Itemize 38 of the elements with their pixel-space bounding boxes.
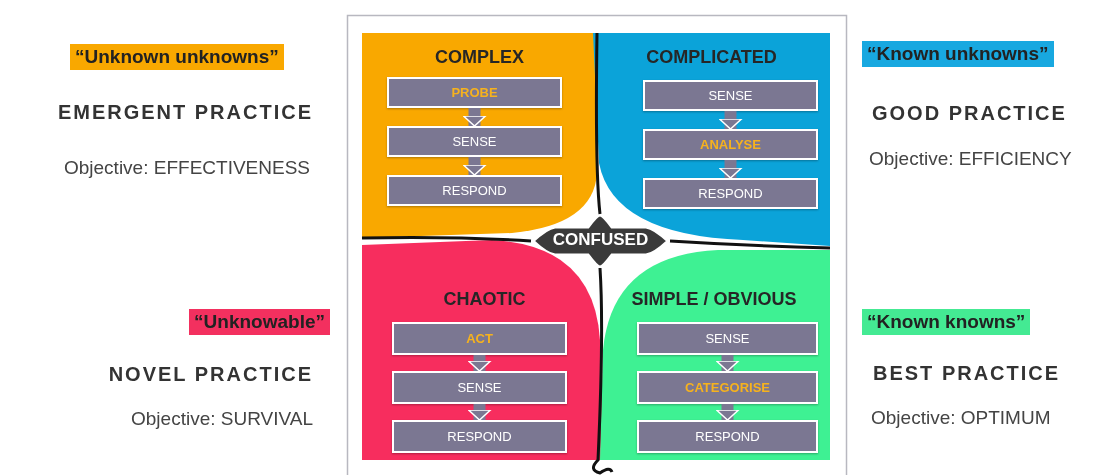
flow-arrow [715, 355, 740, 372]
flow-arrow [467, 404, 492, 421]
flow-arrow [718, 111, 743, 130]
objective-text: Objective: OPTIMUM [871, 407, 1051, 429]
domain-title: COMPLICATED [645, 47, 778, 68]
domain-title: SIMPLE / OBVIOUS [630, 289, 798, 310]
practice-heading: EMERGENT PRACTICE [57, 101, 313, 124]
practice-heading: NOVEL PRACTICE [108, 363, 313, 386]
step-box: CATEGORISE [637, 371, 818, 404]
flow-arrow [467, 355, 492, 372]
step-box: SENSE [643, 80, 818, 111]
step-box: RESPOND [643, 178, 818, 209]
step-box: ACT [392, 322, 567, 355]
flow-arrow [462, 157, 487, 176]
term-tag: “Unknown unknowns” [70, 44, 284, 70]
objective-text: Objective: EFFICIENCY [869, 148, 1072, 170]
flow-arrow [462, 108, 487, 127]
domain-title: CHAOTIC [442, 289, 527, 310]
step-box: ANALYSE [643, 129, 818, 160]
flow-arrow [715, 404, 740, 421]
step-box: SENSE [392, 371, 567, 404]
practice-heading: BEST PRACTICE [873, 362, 1061, 385]
step-box: SENSE [637, 322, 818, 355]
step-box: RESPOND [392, 420, 567, 453]
domain-title: COMPLEX [434, 47, 525, 68]
objective-text: Objective: SURVIVAL [131, 408, 313, 430]
domain-quadrant [598, 250, 830, 460]
step-box: RESPOND [637, 420, 818, 453]
step-box: SENSE [387, 126, 562, 157]
objective-text: Objective: EFFECTIVENESS [64, 157, 310, 179]
step-box: RESPOND [387, 175, 562, 206]
term-tag: “Known unknowns” [862, 41, 1054, 67]
flow-arrow [718, 160, 743, 179]
step-box: PROBE [387, 77, 562, 108]
practice-heading: GOOD PRACTICE [872, 102, 1067, 125]
term-tag: “Known knowns” [862, 309, 1031, 335]
zone-label: CONFUSED [551, 230, 650, 250]
term-tag: “Unknowable” [189, 309, 330, 335]
